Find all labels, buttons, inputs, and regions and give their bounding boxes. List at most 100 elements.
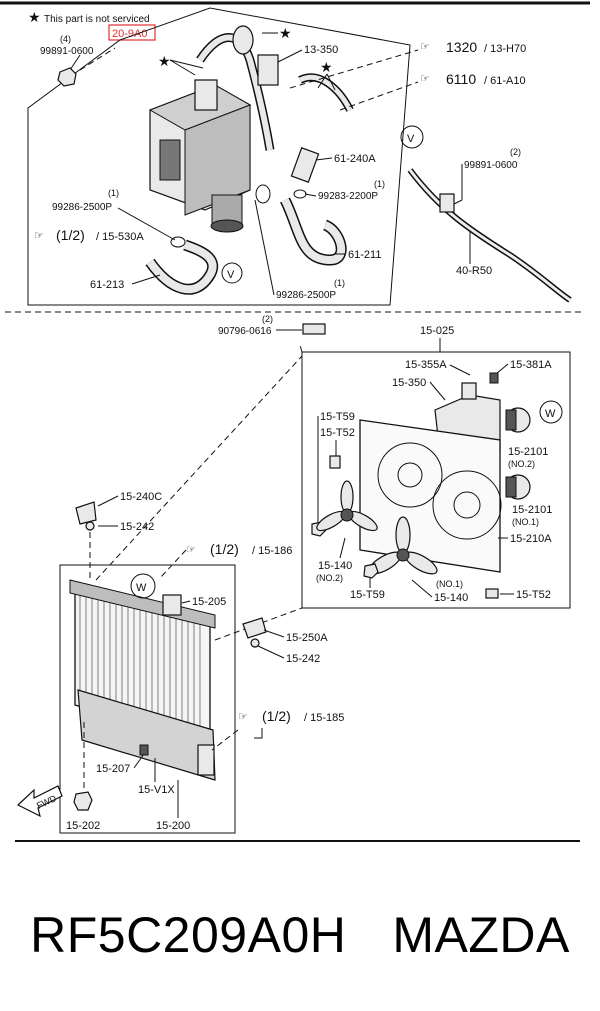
label-15-242-a: 15-242 [120,521,154,533]
label-15-140-a: 15-140 [318,560,352,572]
label-15-2101-a: 15-2101 [508,446,548,458]
book-icon: ☞ [238,711,248,723]
label-15-242-b: 15-242 [286,653,320,665]
caption-part-number: RF5C209A0H [30,907,347,963]
label-15-140-b-no: (NO.1) [436,579,463,589]
coolant-reservoir [148,79,252,233]
clamp-99283 [293,189,307,199]
book-icon: ☞ [34,230,44,242]
label-99891-qty: (4) [60,34,71,44]
ref-half-upper: (1/2) [56,227,85,243]
label-99891-b: 99891-0600 [464,160,518,171]
cap-part [232,25,254,55]
valve-13-350 [257,54,279,86]
fan-shroud-15-210a [359,419,502,573]
label-15-t59-b: 15-T59 [350,589,385,601]
fan-blade-no2 [316,480,378,532]
ref-6110: 6110 [446,71,476,87]
bolt-99891 [57,67,77,87]
label-15-355a: 15-355A [405,359,447,371]
circle-w-text: W [545,408,556,420]
label-15-t52-b: 15-T52 [516,589,551,601]
not-serviced-note: This part is not serviced [44,14,150,25]
ref-61a10: / 61-A10 [484,75,526,87]
label-99283-2200p: 99283-2200P [318,191,378,202]
circle-w-radiator-text: W [136,582,147,594]
ref-13h70: / 13-H70 [484,43,526,55]
bracket-15-240c [75,501,97,525]
radiator-15-200 [69,579,216,781]
grommet-15-242-b [250,638,260,648]
label-99286b: 99286-2500P [276,290,336,301]
drain-plug-15-207 [139,744,149,756]
label-15-200: 15-200 [156,820,190,832]
label-15-t59: 15-T59 [320,411,355,423]
label-15-2101-b: 15-2101 [512,504,552,516]
label-15-210a: 15-210A [510,533,552,545]
label-61-240a: 61-240A [334,153,376,165]
label-40-r50: 40-R50 [456,265,492,277]
label-15-240c: 15-240C [120,491,162,503]
bolt-90796 [302,323,326,335]
label-15-t52: 15-T52 [320,427,355,439]
fitting-61-240a [290,147,320,183]
label-99286a-qty: (1) [108,188,119,198]
bracket-15-250a [242,617,267,639]
grommet-15-202 [73,791,93,811]
ref-half-185: (1/2) [262,708,291,724]
label-15-140-b: 15-140 [434,592,468,604]
fan-motor-no1 [505,474,531,500]
label-15-207: 15-207 [96,763,130,775]
highlight-box [108,24,156,41]
book-icon: ☞ [420,73,430,85]
circle-w-marker [539,400,563,424]
label-99891-b-qty: (2) [510,147,521,157]
label-99891-0600: 99891-0600 [40,46,94,57]
clip-99891 [439,193,455,213]
bolt-15-t52-b [485,588,499,599]
label-90796-qty: (2) [262,314,273,324]
clamp-15-530a [170,236,186,248]
grommet-15-242-a [85,521,95,531]
circle-v-text: V [227,269,235,281]
caption-brand: MAZDA [392,907,570,963]
ref-15530a: / 15-530A [96,231,144,243]
label-99283-qty: (1) [374,179,385,189]
circle-v-marker-2 [400,125,424,149]
circle-w-radiator [130,573,156,599]
label-15-025: 15-025 [420,325,454,337]
nut-15-t59-b [363,563,379,579]
label-15-2101-a-no: (NO.2) [508,459,535,469]
filler-cap-15-205 [162,594,182,616]
ref-15186: / 15-186 [252,545,292,557]
label-15-140-a-no: (NO.2) [316,573,343,583]
radiator-panel [59,564,236,834]
star-marker-icon: ★ [320,59,333,75]
star-icon: ★ [28,9,41,25]
book-icon: ☞ [186,544,196,556]
label-13-350: 13-350 [304,44,338,56]
ref-1320: 1320 [446,39,477,55]
label-61-213: 61-213 [90,279,124,291]
label-99286a: 99286-2500P [52,202,112,213]
circle-v-text-2: V [407,133,415,145]
label-15-250a: 15-250A [286,632,328,644]
label-61-211: 61-211 [348,249,381,261]
ref-half-186: (1/2) [210,541,239,557]
book-icon: ☞ [420,41,430,53]
label-90796-0616: 90796-0616 [218,326,272,337]
circle-v-marker [221,262,243,284]
fwd-arrow-icon [16,785,63,818]
reservoir-panel [27,7,411,306]
ref-15185: / 15-185 [304,712,344,724]
label-15-350: 15-350 [392,377,426,389]
fan-panel [301,351,571,609]
star-marker-icon: ★ [279,25,292,41]
parts-diagram: ★ This part is not serviced 20-9A0 ★ ★ ★… [0,1,590,842]
highlight-part-number: 20-9A0 [112,28,147,40]
label-15-381a: 15-381A [510,359,552,371]
label-15-v1x: 15-V1X [138,784,175,796]
caption: RF5C209A0H MAZDA [0,895,600,975]
fan-motor-no2 [505,407,531,433]
label-15-202: 15-202 [66,820,100,832]
